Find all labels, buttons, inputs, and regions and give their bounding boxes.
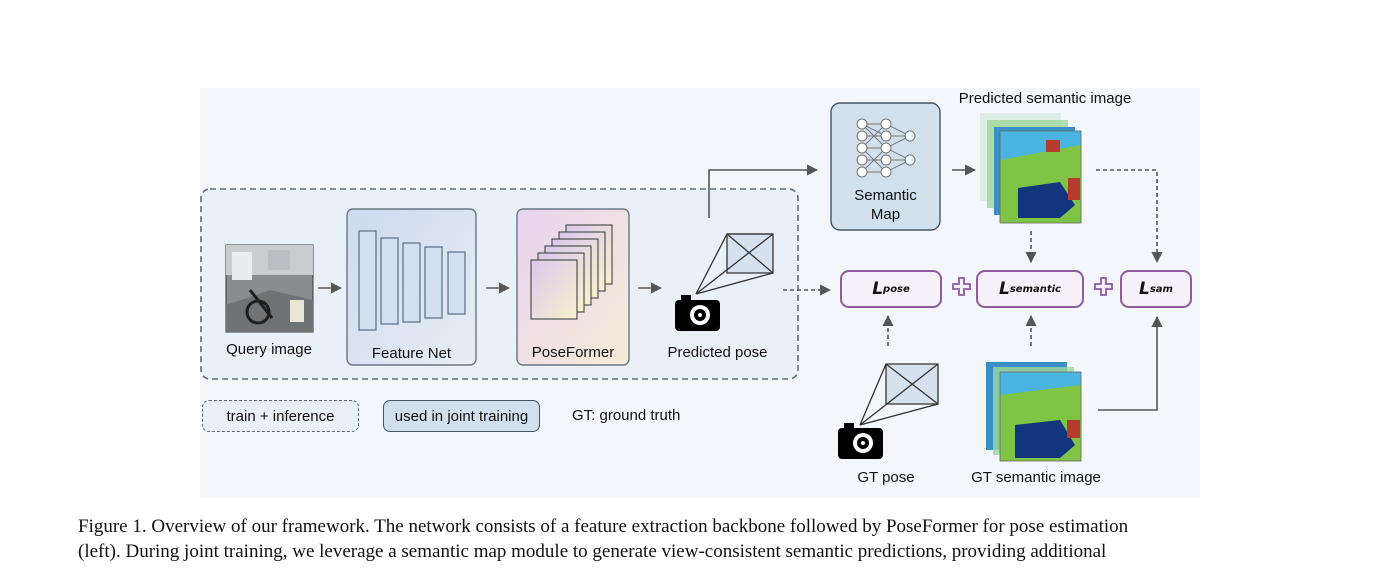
plus-icon [1094,277,1113,296]
loss-pose-sub: pose [883,283,910,295]
poseformer-stack [530,224,613,320]
predicted-semantic-image-label: Predicted semantic image [958,90,1132,107]
query-image-thumbnail [225,244,314,333]
gt-pose-label: GT pose [857,469,915,486]
poseformer-label: PoseFormer [531,344,615,361]
legend-gt-note: GT: ground truth [572,407,681,424]
legend-train-inference: train + inference [202,400,359,432]
predicted-pose-frustum-icon [695,233,774,295]
caption-line-1: Figure 1. Overview of our framework. The… [78,516,1129,537]
predicted-semantic-image-stack [980,113,1082,224]
loss-sam-sub: sam [1149,283,1173,295]
loss-semantic-sub: semantic [1009,283,1061,295]
loss-semantic-main: L [998,279,1010,299]
plus-icon [952,277,971,296]
predicted-pose-label: Predicted pose [667,344,768,361]
feature-net-layers [358,230,466,331]
semantic-map-label-line2: Map [870,206,901,223]
gt-pose-frustum-icon [859,363,939,426]
feature-net-label: Feature Net [371,345,452,362]
semantic-map-label-line1: Semantic [854,187,917,204]
camera-icon [838,423,883,459]
query-image-label: Query image [226,341,312,358]
loss-pose-main: L [872,279,884,299]
figure-caption: Figure 1. Overview of our framework. The… [78,514,1318,564]
gt-semantic-image-label: GT semantic image [971,469,1101,486]
gt-semantic-image-stack [986,362,1082,462]
neural-net-icon [856,118,916,178]
legend-joint-training: used in joint training [383,400,540,432]
caption-line-2: (left). During joint training, we levera… [78,541,1107,562]
loss-sam-main: L [1139,279,1150,299]
camera-icon [675,295,720,331]
